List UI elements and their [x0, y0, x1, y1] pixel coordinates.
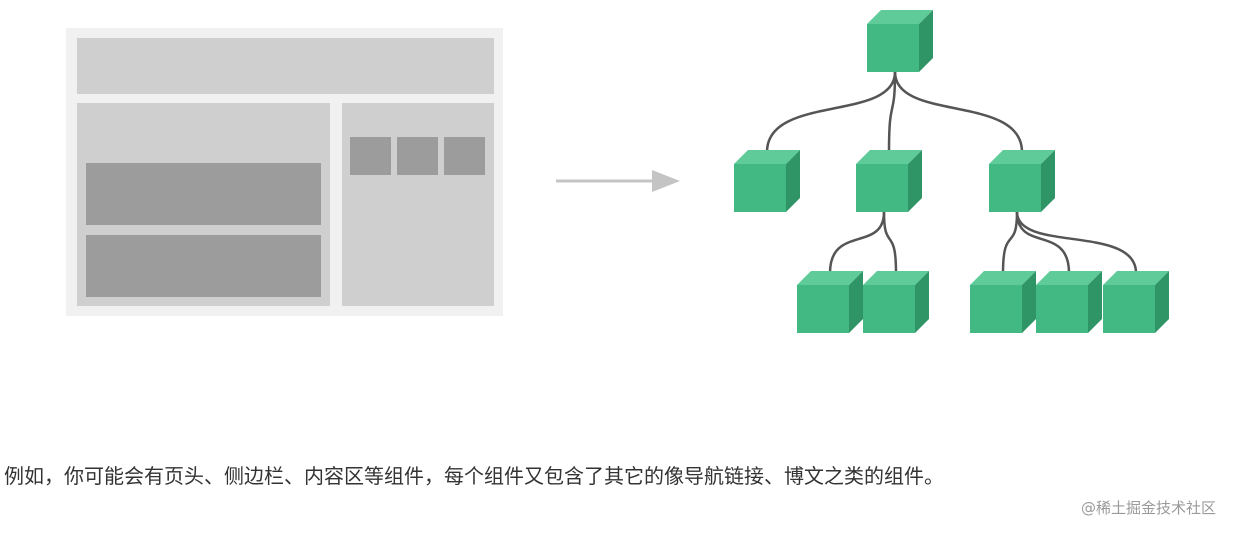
cube-node-a: [734, 150, 800, 212]
content-item-1: [86, 163, 321, 225]
watermark: @稀土掘金技术社区: [1080, 499, 1216, 517]
tree-edges: [765, 71, 1138, 274]
tree-edge-b-b1: [828, 211, 886, 274]
cube-side-face: [908, 150, 922, 212]
cube-node-c3: [1103, 271, 1169, 333]
cube-node-b2: [863, 271, 929, 333]
cube-side-face: [1155, 271, 1169, 333]
cube-top-face: [863, 271, 929, 285]
cube-top-face: [797, 271, 863, 285]
cube-side-face: [849, 271, 863, 333]
cube-node-c2: [1036, 271, 1102, 333]
content-item-2: [86, 235, 321, 297]
tree-nodes: [734, 10, 1169, 333]
cube-top-face: [970, 271, 1036, 285]
tree-edge-b-b2: [882, 211, 898, 274]
header-block: [77, 38, 494, 94]
tree-edge-c-c1: [1001, 211, 1019, 274]
sidebar-tile-3: [444, 137, 485, 175]
cube-node-b1: [797, 271, 863, 333]
sidebar-block: [342, 103, 494, 306]
sidebar-tile-2: [397, 137, 438, 175]
cube-top-face: [856, 150, 922, 164]
cube-node-c1: [970, 271, 1036, 333]
arrow-head: [652, 170, 680, 192]
cube-node-b: [856, 150, 922, 212]
cube-top-face: [1036, 271, 1102, 285]
arrow: [556, 170, 680, 192]
cube-side-face: [1022, 271, 1036, 333]
cube-front-face: [970, 285, 1022, 333]
component-tree-diagram: [66, 10, 1169, 333]
cube-node-root: [867, 10, 933, 72]
cube-top-face: [1103, 271, 1169, 285]
cube-top-face: [867, 10, 933, 24]
cube-front-face: [863, 285, 915, 333]
cube-front-face: [989, 164, 1041, 212]
cube-front-face: [1103, 285, 1155, 333]
cube-front-face: [856, 164, 908, 212]
page-layout-wireframe: [66, 28, 503, 316]
cube-top-face: [734, 150, 800, 164]
tree-edge-root-a: [765, 71, 897, 153]
caption-text: 例如，你可能会有页头、侧边栏、内容区等组件，每个组件又包含了其它的像导航链接、博…: [4, 464, 944, 488]
cube-node-c: [989, 150, 1055, 212]
tree-edge-c-c2: [1015, 211, 1071, 274]
cube-side-face: [1041, 150, 1055, 212]
cube-side-face: [786, 150, 800, 212]
cube-side-face: [1088, 271, 1102, 333]
sidebar-tile-1: [350, 137, 391, 175]
cube-front-face: [797, 285, 849, 333]
cube-front-face: [867, 24, 919, 72]
tree-edge-root-c: [893, 71, 1024, 153]
cube-front-face: [1036, 285, 1088, 333]
cube-front-face: [734, 164, 786, 212]
cube-side-face: [919, 10, 933, 72]
tree-edge-c-c3: [1015, 211, 1138, 274]
cube-side-face: [915, 271, 929, 333]
cube-top-face: [989, 150, 1055, 164]
tree-edge-root-b: [887, 71, 897, 153]
